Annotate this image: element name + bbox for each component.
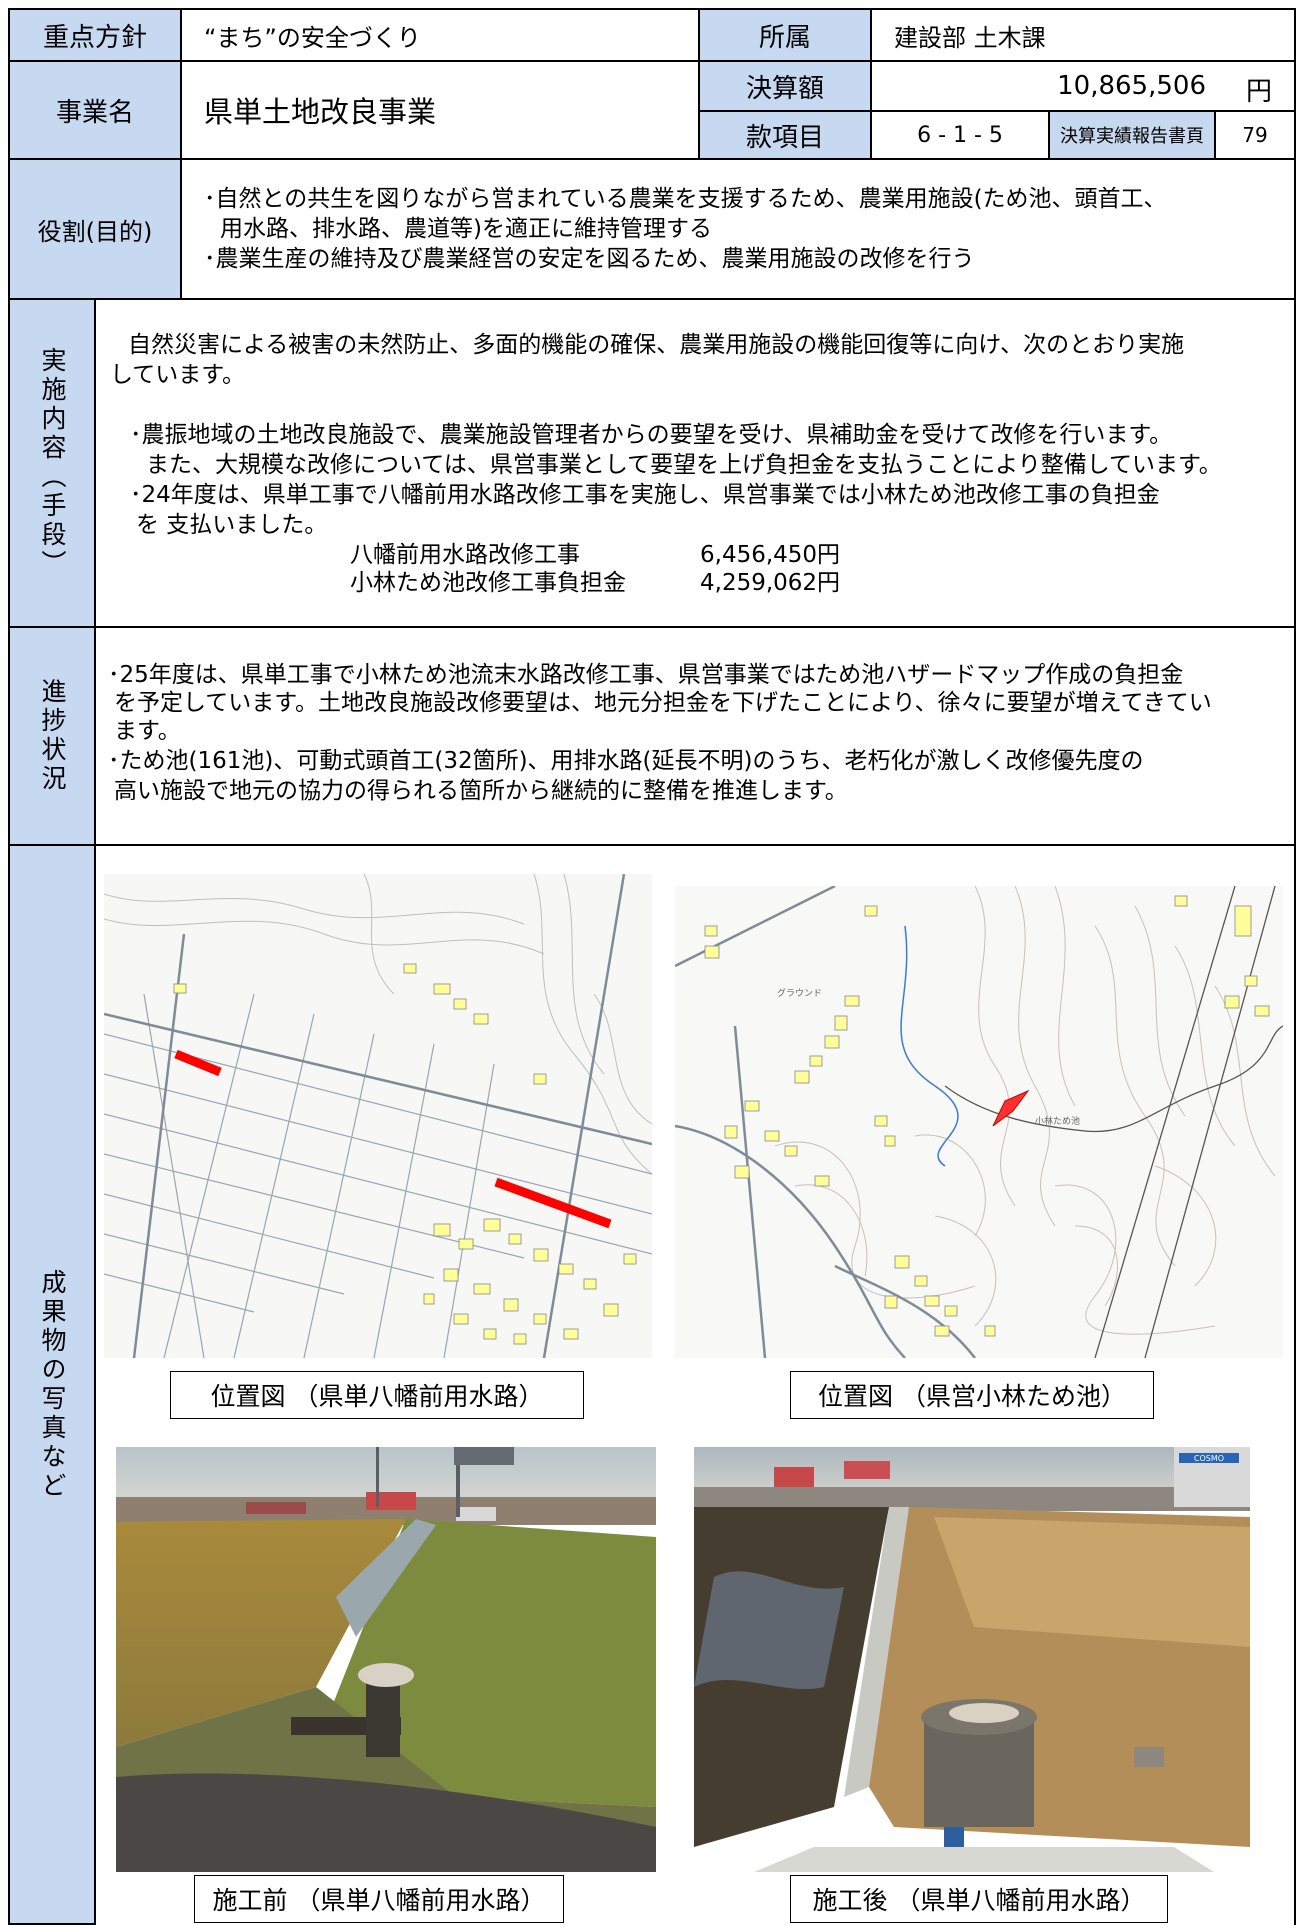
progress-content: ･25年度は、県単工事で小林ため池流末水路改修工事、県営事業ではため池ハザードマ… [94, 626, 1296, 846]
impl-intro-1: 自然災害による被害の未然防止、多面的機能の確保、農業用施設の機能回復等に向け、次… [128, 332, 1185, 358]
route-marker-2 [494, 1177, 612, 1229]
photo-before-construction [116, 1447, 656, 1872]
progress-line-5: 高い施設で地元の協力の得られる箇所から継続的に整備を推進します。 [114, 778, 848, 804]
map-label-pond: 小林ため池 [1035, 1115, 1080, 1127]
cost-amount-1: 6,456,450円 [700, 542, 841, 568]
map-kobayashi: グラウンド 小林ため池 [675, 886, 1283, 1358]
caption-map-yawatamae: 位置図 （県単八幡前用水路） [170, 1371, 584, 1419]
implementation-label: 実施内容（手段） [8, 298, 96, 628]
progress-line-1: ･25年度は、県単工事で小林ため池流末水路改修工事、県営事業ではため池ハザードマ… [108, 662, 1184, 688]
results-label: 成果物の写真など [8, 844, 96, 1925]
item-label: 款項目 [698, 110, 872, 160]
results-content [94, 844, 1296, 1925]
map-kobayashi-svg: グラウンド 小林ため池 [675, 886, 1283, 1358]
map-label-ground: グラウンド [777, 987, 822, 999]
report-label: 決算実績報告書頁 [1048, 110, 1216, 160]
photo-after-svg: COSMO [694, 1447, 1250, 1872]
cost-name-2: 小林ため池改修工事負担金 [350, 570, 626, 596]
report-page: 79 [1214, 110, 1296, 160]
progress-label: 進捗状況 [8, 626, 96, 846]
route-marker-1 [174, 1049, 222, 1077]
project-value: 県単土地改良事業 [180, 60, 700, 160]
settlement-cell: 10,865,506 円 [870, 60, 1296, 112]
cost-name-1: 八幡前用水路改修工事 [350, 542, 580, 568]
policy-value: “まち”の安全づくり [180, 8, 700, 62]
impl-bullet-3: ･24年度は、県単工事で八幡前用水路改修工事を実施し、県営事業では小林ため池改修… [130, 482, 1160, 508]
role-content: ･自然との共生を図りながら営まれている農業を支援するため、農業用施設(ため池、頭… [180, 158, 1296, 300]
caption-photo-before: 施工前 （県単八幡前用水路） [194, 1875, 564, 1923]
sign-text: COSMO [1194, 1454, 1224, 1463]
cost-amount-2: 4,259,062円 [700, 570, 841, 596]
policy-label: 重点方針 [8, 8, 182, 62]
impl-intro-2: しています。 [110, 362, 246, 388]
dept-label: 所属 [698, 8, 872, 62]
project-label: 事業名 [8, 60, 182, 160]
impl-bullet-1: ･農振地域の土地改良施設で、農業施設管理者からの要望を受け、県補助金を受けて改修… [130, 422, 1173, 448]
role-line-3: ･農業生産の維持及び農業経営の安定を図るため、農業用施設の改修を行う [204, 246, 975, 272]
settlement-label: 決算額 [698, 60, 872, 112]
impl-bullet-2: また、大規模な改修については、県営事業として要望を上げ負担金を支払うことにより整… [146, 452, 1222, 478]
map-yawatamae-svg [104, 874, 652, 1358]
dept-value: 建設部 土木課 [870, 8, 1296, 62]
pond-marker [992, 1089, 1030, 1127]
progress-line-2: を予定しています。土地改良施設改修要望は、地元分担金を下げたことにより、徐々に要… [114, 690, 1212, 716]
role-line-1: ･自然との共生を図りながら営まれている農業を支援するため、農業用施設(ため池、頭… [204, 186, 1167, 212]
impl-bullet-4: を 支払いました。 [136, 512, 328, 538]
settlement-unit: 円 [1245, 77, 1272, 107]
role-line-2: 用水路、排水路、農道等)を適正に維持管理する [220, 216, 712, 242]
photo-after-construction: COSMO [694, 1447, 1250, 1872]
settlement-value: 10,865,506 [1057, 71, 1206, 101]
caption-map-kobayashi: 位置図 （県営小林ため池） [790, 1371, 1154, 1419]
photo-before-svg [116, 1447, 656, 1872]
caption-photo-after: 施工後 （県単八幡前用水路） [790, 1875, 1168, 1923]
progress-line-4: ･ため池(161池)、可動式頭首工(32箇所)、用排水路(延長不明)のうち、老朽… [108, 748, 1144, 774]
map-yawatamae [104, 874, 652, 1358]
progress-line-3: ます。 [114, 718, 181, 744]
implementation-content: 自然災害による被害の未然防止、多面的機能の確保、農業用施設の機能回復等に向け、次… [94, 298, 1296, 628]
item-value: 6 - 1 - 5 [870, 110, 1050, 160]
role-label: 役割(目的) [8, 158, 182, 300]
